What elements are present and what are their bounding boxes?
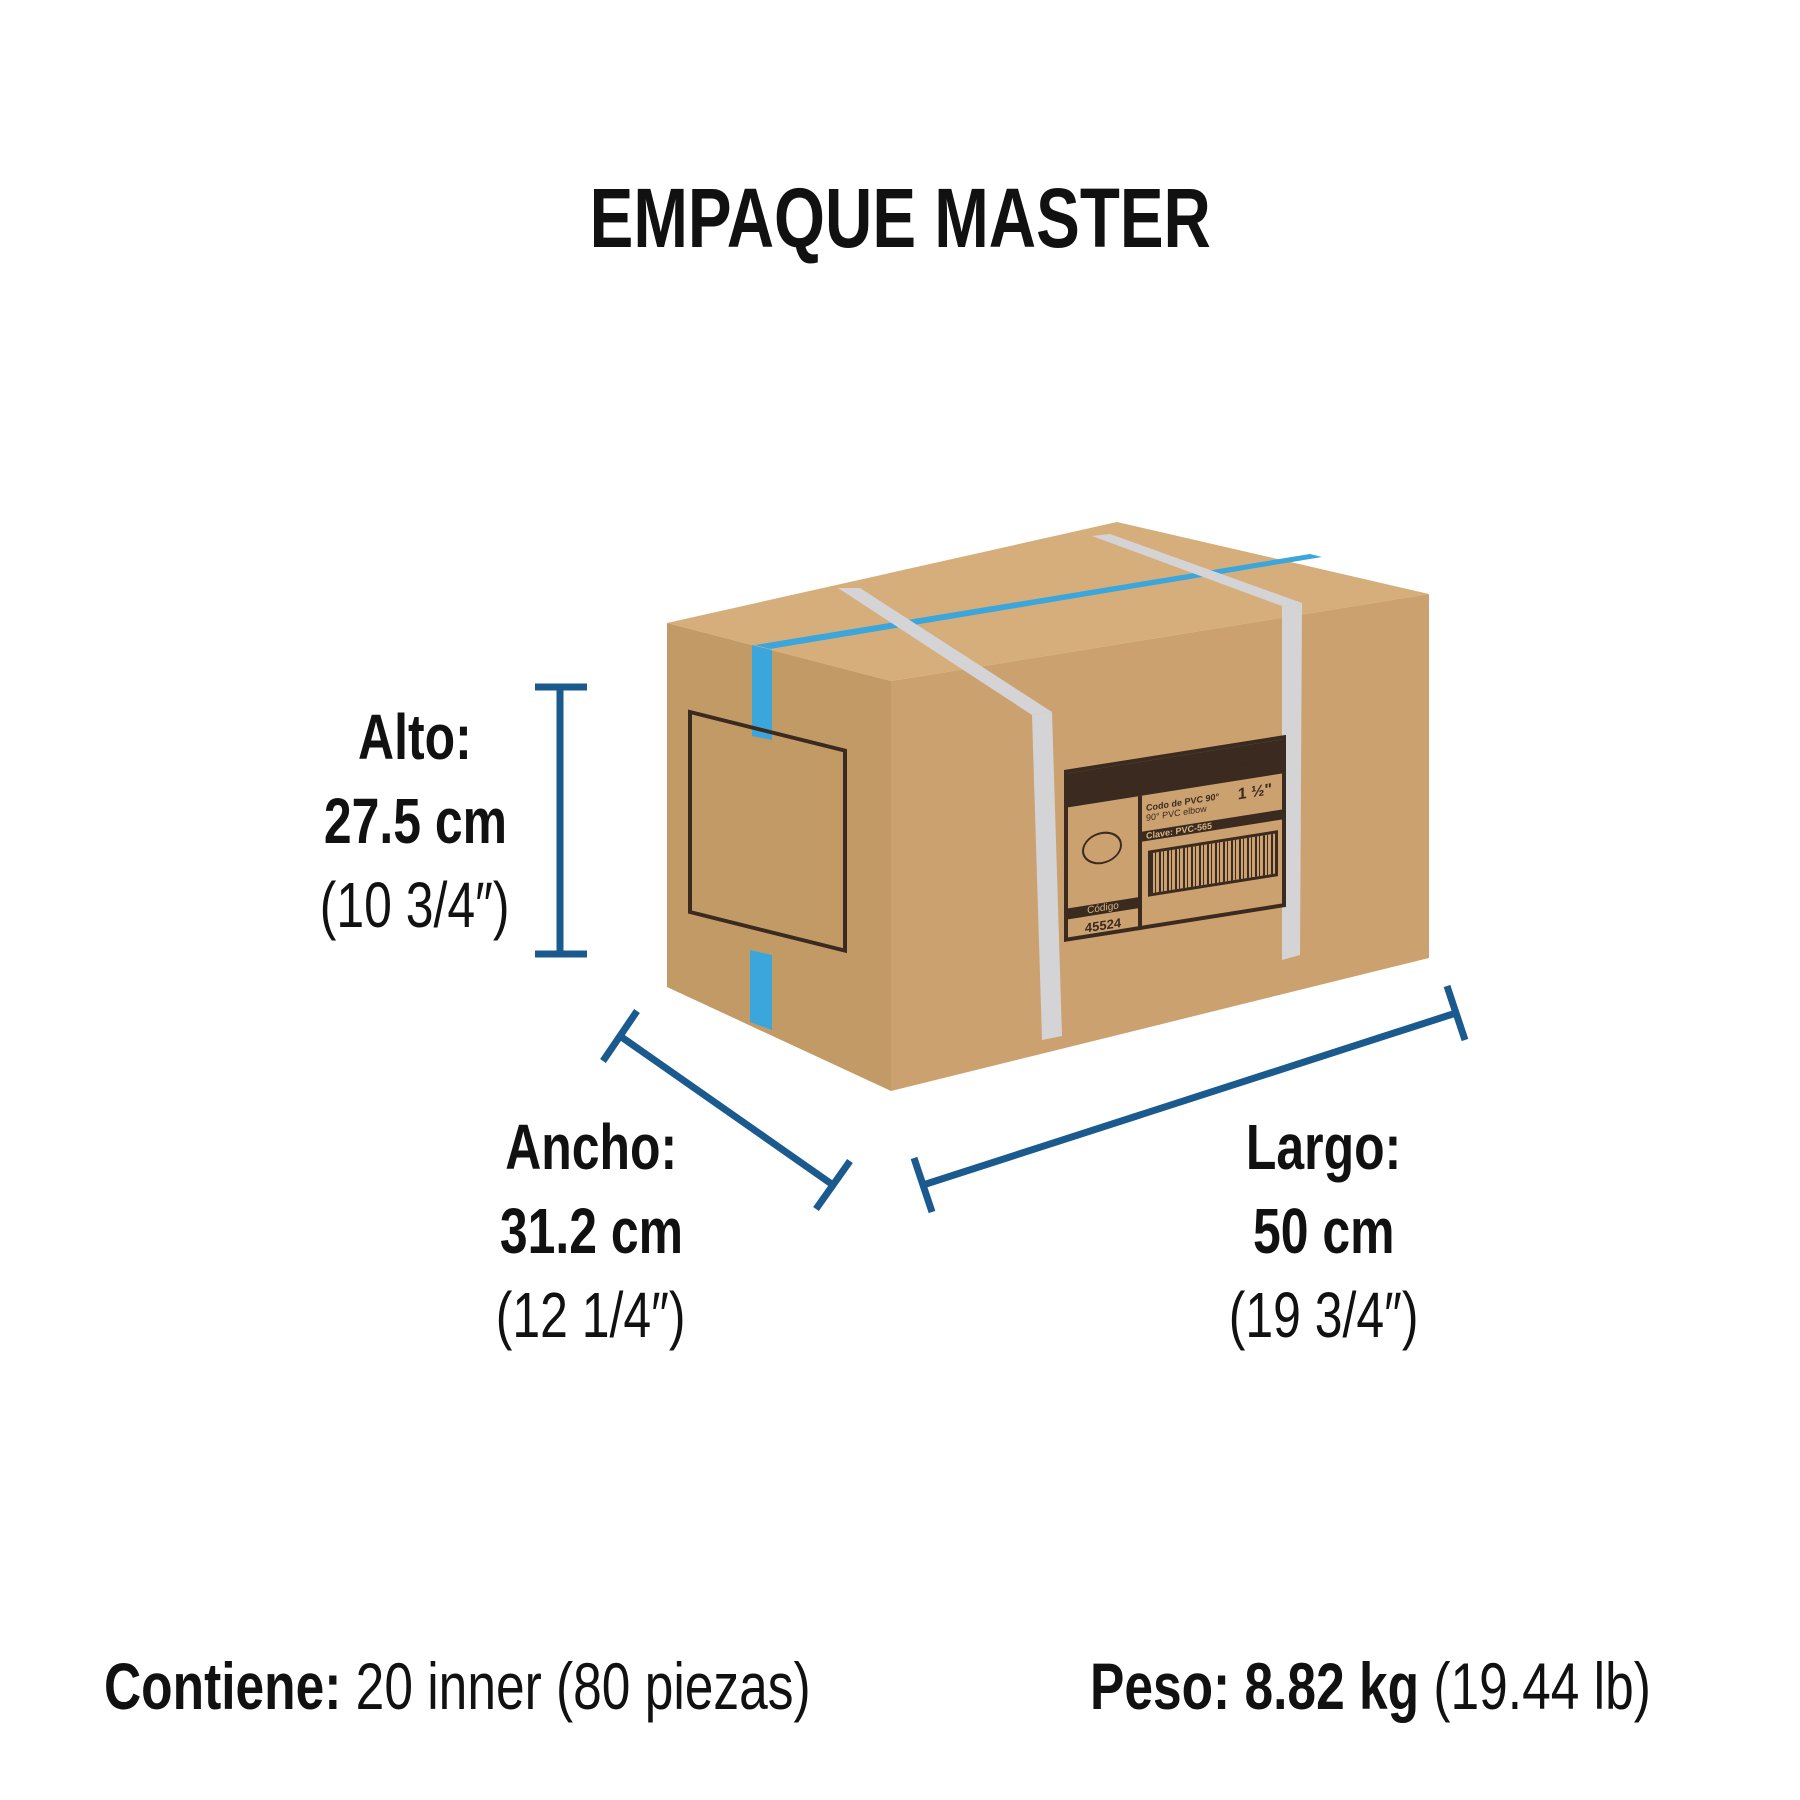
strap-top-2 (1092, 534, 1302, 606)
ancho-dimension-line (600, 1009, 853, 1212)
page-title: EMPAQUE MASTER (589, 171, 1211, 265)
elbow-icon (1082, 828, 1122, 868)
alto-dimension-line (535, 683, 587, 958)
strap-front-2 (1282, 603, 1302, 960)
strap-front-1 (1032, 712, 1062, 1040)
largo-dimension-line (910, 984, 1469, 1214)
blue-tape-side (752, 645, 772, 740)
box-front-label: FOSET Saniflow PRODUCTO SIN ENVASE INDIV… (1064, 734, 1286, 942)
largo-dimension: Largo: 50 cm (19 3/4″) (1229, 1111, 1419, 1351)
box-side-face (667, 623, 891, 1091)
label-picture: Código 45524 (1068, 795, 1142, 942)
barcode-icon (1148, 830, 1278, 897)
weight-info: Peso: 8.82 kg (19.44 lb) (1090, 1648, 1800, 1724)
blue-tape-side-lower (750, 950, 772, 1030)
contents-label: Contiene: (104, 1649, 342, 1723)
box-side-label (688, 709, 847, 954)
strap-top-1 (838, 588, 1052, 715)
cardboard-box (667, 522, 1429, 1091)
contents-value: 20 inner (80 piezas) (355, 1649, 811, 1723)
weight-imperial: (19.44 lb) (1433, 1649, 1651, 1723)
alto-dimension: Alto: 27.5 cm (10 3/4″) (320, 701, 510, 941)
label-size: 1 ½" (1237, 781, 1272, 804)
contents-info: Contiene: 20 inner (80 piezas) (104, 1648, 1010, 1724)
ancho-dimension: Ancho: 31.2 cm (12 1/4″) (496, 1111, 686, 1351)
weight-value: 8.82 kg (1244, 1649, 1420, 1723)
weight-label: Peso: (1090, 1649, 1231, 1723)
